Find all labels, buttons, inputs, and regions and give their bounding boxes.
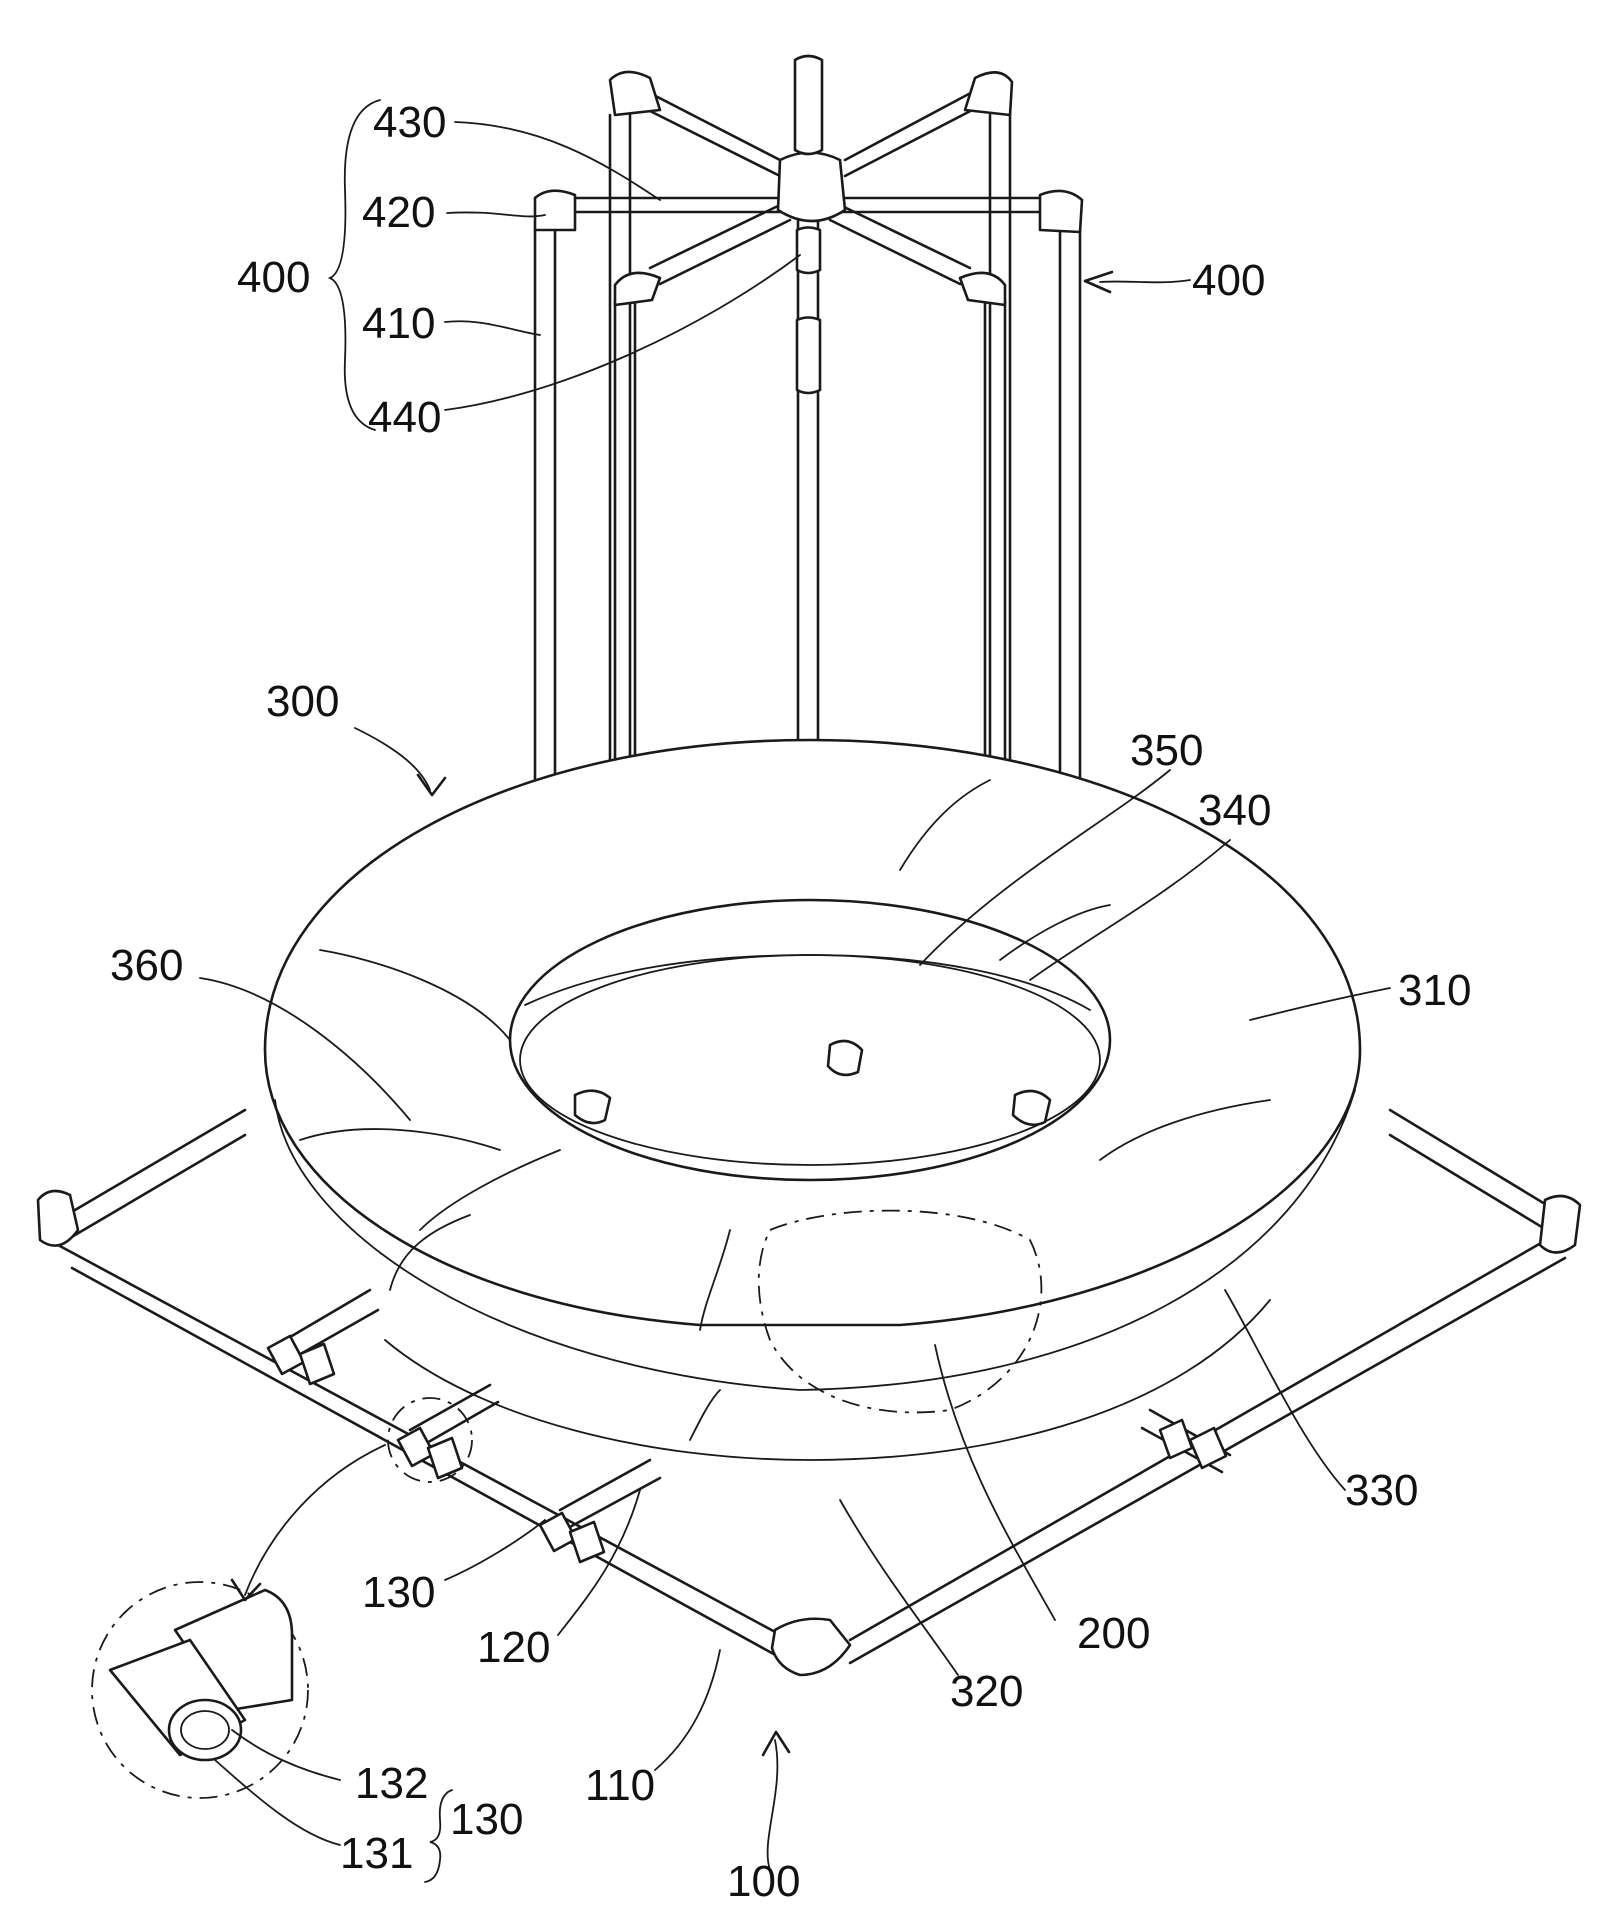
corner-joint-left <box>36 1189 80 1247</box>
detail-enlarged-circle <box>91 1581 309 1799</box>
label-360: 360 <box>110 941 183 990</box>
label-400-brace: 400 <box>237 253 310 302</box>
label-131: 131 <box>340 1829 413 1878</box>
central-hub <box>776 151 847 223</box>
hidden-inner-object <box>757 1209 1043 1414</box>
label-130-detail: 130 <box>450 1795 523 1844</box>
base-frame <box>36 1108 1582 1677</box>
tjoint-branch-132 <box>173 1588 294 1712</box>
label-110: 110 <box>585 1761 655 1810</box>
leader-lines <box>199 99 1391 1883</box>
brace-400 <box>327 99 381 431</box>
label-120: 120 <box>477 1623 550 1672</box>
label-340: 340 <box>1198 786 1271 835</box>
detail-marker-circle <box>387 1397 473 1483</box>
label-440: 440 <box>368 393 441 442</box>
label-310: 310 <box>1398 966 1471 1015</box>
label-420: 420 <box>362 188 435 237</box>
label-132: 132 <box>355 1759 428 1808</box>
detail-tjoint <box>91 1444 386 1799</box>
label-330: 330 <box>1345 1466 1418 1515</box>
label-430: 430 <box>373 98 446 147</box>
corner-joint-right <box>1538 1194 1582 1254</box>
buoy-inner-hole <box>508 898 1112 1182</box>
vertical-frame <box>533 54 1084 1202</box>
label-410: 410 <box>362 299 435 348</box>
label-100: 100 <box>727 1857 800 1906</box>
buoy-ring <box>263 738 1362 1461</box>
detail-pointer-arrow <box>244 1444 386 1596</box>
label-300: 300 <box>266 677 339 726</box>
reference-labels: 430 420 400 410 440 400 300 350 340 360 … <box>110 98 1471 1906</box>
tjoint-opening <box>167 1698 243 1762</box>
label-200: 200 <box>1077 1609 1150 1658</box>
label-350: 350 <box>1130 726 1203 775</box>
label-400-arrow: 400 <box>1192 256 1265 305</box>
label-320: 320 <box>950 1667 1023 1716</box>
brace-130 <box>424 1789 453 1883</box>
corner-joint-front <box>770 1617 852 1677</box>
label-130-main: 130 <box>362 1568 435 1617</box>
